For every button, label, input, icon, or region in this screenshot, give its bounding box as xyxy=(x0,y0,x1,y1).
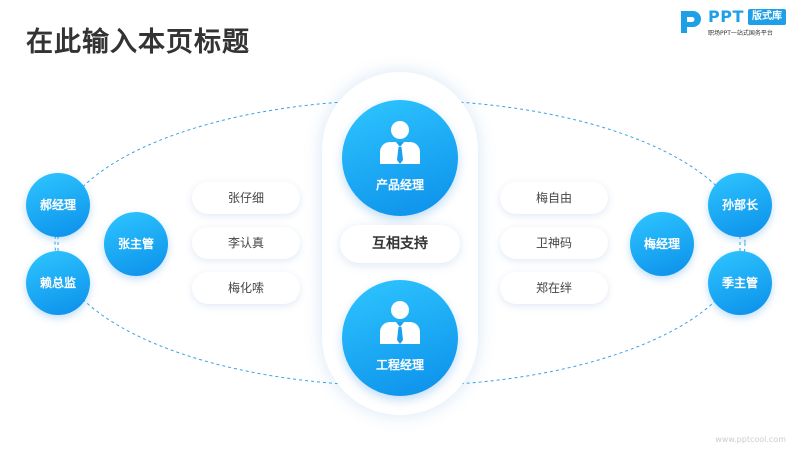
right-name-pill-3: 郑在绊 xyxy=(500,272,608,304)
right-name-pill-2: 卫神码 xyxy=(500,227,608,259)
right-outer-top-node[interactable]: 孙部长 xyxy=(708,173,772,237)
right-name-pill-1: 梅自由 xyxy=(500,182,608,214)
right-outer-bottom-node[interactable]: 季主管 xyxy=(708,251,772,315)
person-tie-icon xyxy=(380,301,420,344)
person-tie-icon xyxy=(380,121,420,164)
left-name-pill-2: 李认真 xyxy=(192,227,300,259)
page-title: 在此输入本页标题 xyxy=(26,27,250,58)
brand-logo: PPT 版式库 职场PPT一站式国务平台 xyxy=(678,7,793,39)
engineering-manager-node[interactable]: 工程经理 xyxy=(342,280,458,396)
left-name-pill-1: 张仔细 xyxy=(192,182,300,214)
right-inner-node[interactable]: 梅经理 xyxy=(630,212,694,276)
left-outer-bottom-node[interactable]: 赖总监 xyxy=(26,251,90,315)
logo-slogan: 职场PPT一站式国务平台 xyxy=(708,30,773,37)
engineering-manager-label: 工程经理 xyxy=(375,358,424,372)
left-name-pill-3: 梅化嗦 xyxy=(192,272,300,304)
outer-ellipse xyxy=(54,99,746,387)
product-manager-label: 产品经理 xyxy=(375,178,424,192)
left-outer-top-node[interactable]: 郝经理 xyxy=(26,173,90,237)
ppt-logo-icon xyxy=(681,11,701,33)
logo-brand-text: PPT xyxy=(708,7,744,26)
mutual-support-label: 互相支持 xyxy=(340,225,460,263)
left-inner-node[interactable]: 张主管 xyxy=(104,212,168,276)
product-manager-node[interactable]: 产品经理 xyxy=(342,100,458,216)
logo-tag: 版式库 xyxy=(748,9,786,25)
watermark-text: www.pptcool.com xyxy=(715,435,786,444)
